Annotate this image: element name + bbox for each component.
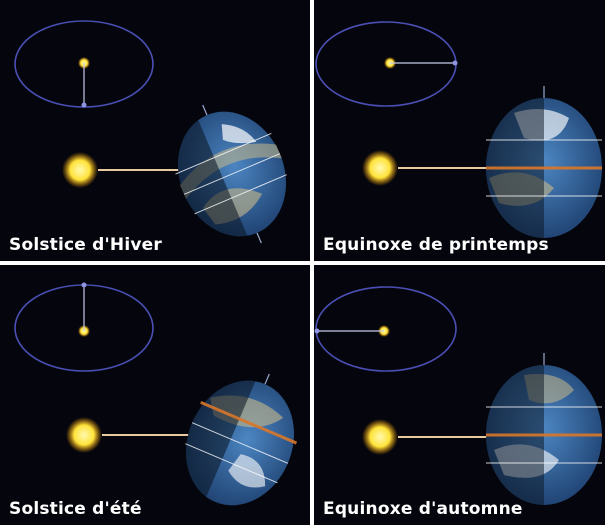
winter-solstice-illustration [14, 20, 287, 244]
earth-position-marker [81, 102, 87, 108]
panel-autumn-equinox: Equinoxe d'automne [314, 265, 605, 525]
caption-summer-solstice: Solstice d'été [9, 499, 142, 519]
sun [362, 150, 398, 186]
earth-globe [486, 353, 602, 505]
sun [362, 419, 398, 455]
caption-spring-equinox: Equinoxe de printemps [323, 235, 549, 255]
earth-globe [486, 86, 602, 238]
autumn-equinox-illustration [314, 286, 602, 505]
caption-autumn-equinox: Equinoxe d'automne [323, 499, 523, 519]
panel-spring-equinox: Equinoxe de printemps [314, 0, 605, 261]
earth-globe [185, 373, 298, 506]
summer-solstice-illustration [14, 282, 298, 506]
sun [66, 417, 102, 453]
spring-equinox-illustration [315, 21, 602, 238]
panel-summer-solstice: Solstice d'été [0, 265, 310, 525]
panel-winter-solstice: Solstice d'Hiver [0, 0, 310, 261]
earth-position-marker [452, 60, 458, 66]
earth-globe [175, 104, 287, 244]
earth-position-marker [314, 328, 320, 334]
sun [62, 152, 98, 188]
caption-winter-solstice: Solstice d'Hiver [9, 235, 162, 255]
earth-position-marker [81, 282, 87, 288]
